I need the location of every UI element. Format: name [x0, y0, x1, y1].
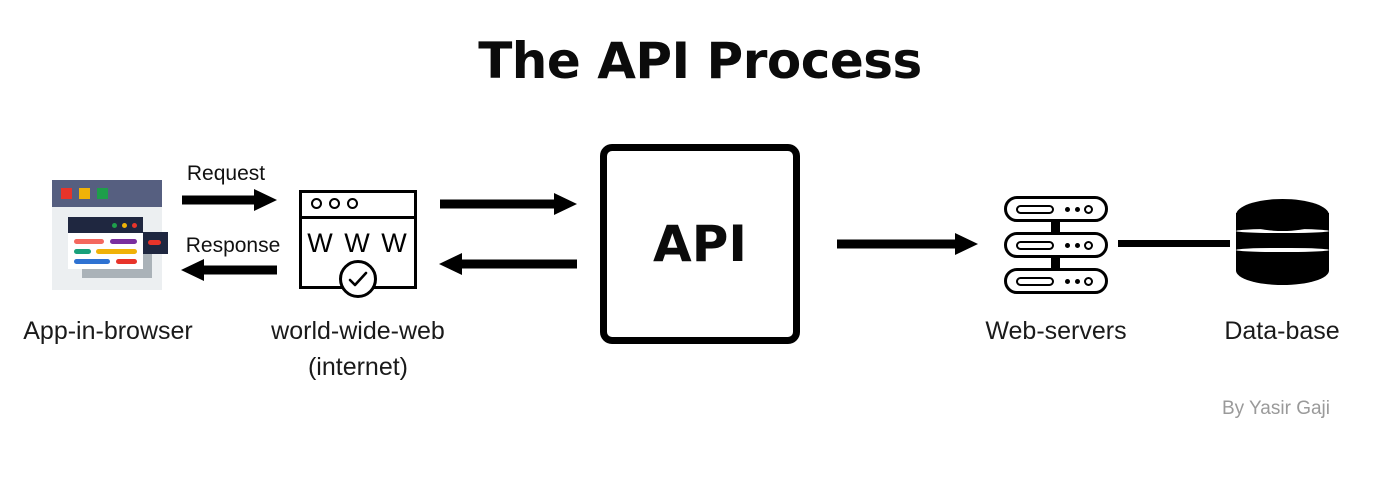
credit-text: By Yasir Gaji: [1221, 398, 1330, 419]
www-circle-3: [347, 198, 358, 209]
server-unit-3: [1004, 268, 1108, 294]
app-content-bar: [96, 249, 137, 254]
label-app-in-browser: App-in-browser: [23, 317, 193, 345]
server-slot: [1016, 277, 1054, 286]
server-connector-2: [1051, 257, 1060, 269]
app-inner-green-dot: [112, 223, 117, 228]
database-cylinder-icon: [1236, 199, 1329, 291]
app-side-panel-bar: [148, 240, 161, 245]
label-web-servers: Web-servers: [985, 317, 1127, 345]
server-slot: [1016, 205, 1054, 214]
www-text: W W W: [307, 228, 409, 258]
check-circle-icon: [339, 260, 377, 298]
server-unit-1: [1004, 196, 1108, 222]
app-inner-yellow-dot: [122, 223, 127, 228]
www-circle-1: [311, 198, 322, 209]
server-dot-1: [1065, 243, 1070, 248]
server-connector-1: [1051, 221, 1060, 233]
www-browser-icon: W W W: [299, 190, 417, 298]
arrow-response-left: [181, 259, 277, 281]
database-separator-2: [1236, 248, 1329, 252]
api-label: API: [653, 215, 747, 273]
browser-app-icon: [52, 180, 168, 290]
database-separator-1: [1236, 229, 1329, 233]
label-database: Data-base: [1224, 317, 1340, 345]
server-dot-2: [1075, 243, 1080, 248]
arrow-request-right: [182, 189, 277, 211]
server-dot-1: [1065, 207, 1070, 212]
app-window-green-square: [97, 188, 108, 199]
server-dot-2: [1075, 279, 1080, 284]
database-top-ellipse: [1236, 199, 1329, 231]
app-window-yellow-square: [79, 188, 90, 199]
server-ring: [1084, 241, 1093, 250]
page-title: The API Process: [478, 32, 922, 90]
arrow-label-request: Request: [186, 162, 266, 185]
app-inner-titlebar: [68, 217, 143, 233]
server-unit-2: [1004, 232, 1108, 258]
server-ring: [1084, 277, 1093, 286]
app-inner-window: [68, 217, 143, 269]
app-content-bar: [74, 259, 110, 264]
app-content-bar: [74, 239, 104, 244]
server-ring: [1084, 205, 1093, 214]
server-stack-icon: [1004, 196, 1108, 294]
server-slot: [1016, 241, 1054, 250]
app-content-bar: [74, 249, 91, 254]
arrow-api-to-www-left: [439, 253, 577, 275]
app-content-bar: [110, 239, 137, 244]
arrow-api-to-servers-right: [837, 233, 978, 255]
arrow-www-to-api-right: [440, 193, 577, 215]
app-inner-red-dot: [132, 223, 137, 228]
arrow-label-response: Response: [185, 234, 281, 257]
app-window-red-square: [61, 188, 72, 199]
www-circle-2: [329, 198, 340, 209]
app-content-bar: [116, 259, 137, 264]
api-box: API: [600, 144, 800, 344]
app-side-panel: [140, 232, 168, 254]
server-dot-2: [1075, 207, 1080, 212]
label-world-wide-web: world-wide-web (internet): [271, 317, 445, 381]
connector-servers-to-database: [1118, 240, 1230, 247]
app-titlebar: [52, 180, 162, 207]
server-dot-1: [1065, 279, 1070, 284]
www-titlebar-divider: [299, 216, 417, 219]
